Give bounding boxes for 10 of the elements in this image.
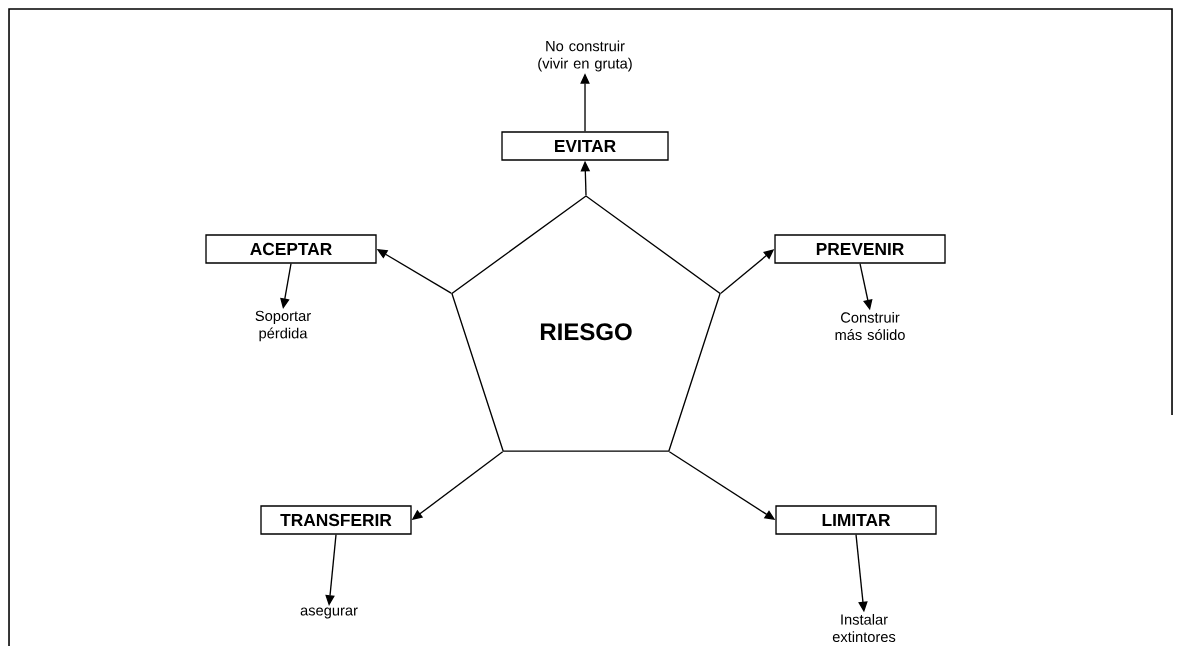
example-text: No construir (vivir en gruta) (538, 40, 632, 72)
example-text: Soportar pérdida (255, 310, 311, 342)
category-box: EVITAR (501, 131, 669, 161)
category-box: PREVENIR (774, 234, 946, 264)
example-text: Instalar extintores (832, 613, 896, 643)
category-box: TRANSFERIR (260, 505, 412, 535)
category-box: LIMITAR (775, 505, 937, 535)
example-text: asegurar (300, 607, 358, 619)
example-text: Construir más sólido (835, 311, 905, 341)
category-box: ACEPTAR (205, 234, 377, 264)
